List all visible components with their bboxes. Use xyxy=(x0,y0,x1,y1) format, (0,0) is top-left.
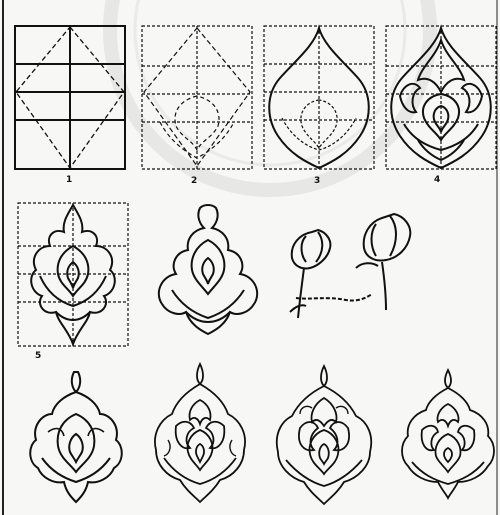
decorated-flower-4 xyxy=(402,370,494,498)
lotus-buds-figure xyxy=(290,214,410,318)
step-label-1: 1 xyxy=(66,176,72,185)
step-label-3: 3 xyxy=(314,177,320,186)
step-4-figure xyxy=(386,26,496,169)
step-label-4: 4 xyxy=(434,176,440,185)
step-2-figure xyxy=(142,26,252,169)
step-1-figure xyxy=(15,26,125,169)
flower-solid-figure xyxy=(159,205,257,334)
step-label-2: 2 xyxy=(191,177,197,186)
step-3-figure xyxy=(264,26,374,169)
decorated-flower-3 xyxy=(277,366,371,504)
step-label-5: 5 xyxy=(35,352,41,361)
decorated-flower-2 xyxy=(155,364,245,502)
decorated-flower-1 xyxy=(30,372,122,502)
step-5-figure xyxy=(18,203,128,346)
